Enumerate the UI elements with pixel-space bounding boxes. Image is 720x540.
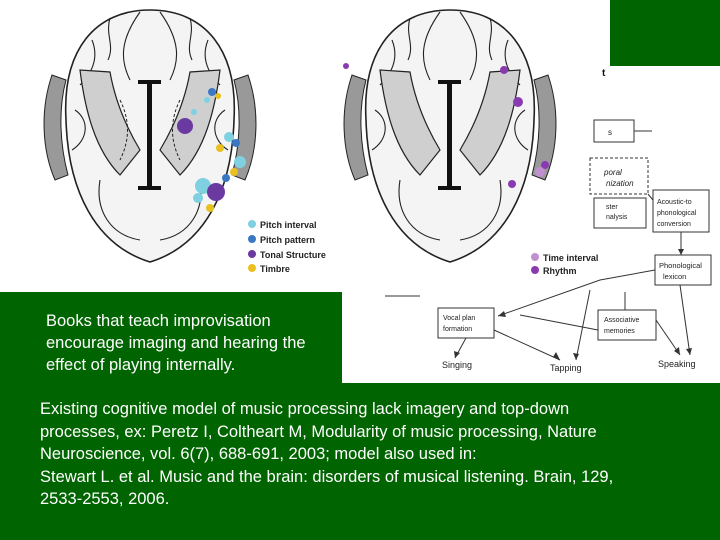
diagram-partial-letter: t — [602, 68, 606, 79]
right-brain-illustration — [343, 9, 557, 263]
body-line-4: Stewart L. et al. Music and the brain: d… — [40, 467, 614, 486]
diagram-box-top-label: s — [608, 128, 612, 137]
diagram-output-singing: Singing — [442, 360, 472, 370]
diagram-associative-line1: Associative — [604, 317, 640, 324]
legend-label-pitch-pattern: Pitch pattern — [260, 235, 315, 245]
legend-label-tonal-structure: Tonal Structure — [260, 250, 326, 260]
diagram-phon-lexicon-line2: lexicon — [663, 272, 686, 281]
legend-left: Pitch interval Pitch pattern Tonal Struc… — [248, 220, 326, 274]
body-line-5: 2533-2553, 2006. — [40, 490, 170, 508]
corner-green-box — [610, 0, 720, 66]
legend-dot-timbre — [248, 264, 256, 272]
diagram-interval-line2: nalysis — [606, 214, 628, 221]
left-brain-activations — [177, 88, 246, 212]
legend-label-pitch-interval: Pitch interval — [260, 220, 317, 230]
diagram-box-temporal — [589, 157, 649, 195]
legend-dot-pitch-interval — [248, 220, 256, 228]
legend-label-time-interval: Time interval — [543, 253, 598, 263]
diagram-arrows — [385, 130, 691, 361]
diagram-box-interval-analysis — [593, 197, 647, 229]
body-line-1: Existing cognitive model of music proces… — [40, 400, 570, 418]
diagram-box-associative — [597, 309, 657, 341]
legend-right: Time interval Rhythm — [531, 253, 598, 276]
diagram-acoustic-line3: conversion — [657, 221, 691, 228]
diagram-output-speaking: Speaking — [658, 359, 696, 369]
left-caption-box: Books that teach improvisation encourage… — [0, 292, 342, 383]
diagram-interval-line1: ster — [606, 204, 618, 211]
diagram-acoustic-line2: phonological — [657, 210, 697, 217]
legend-label-rhythm: Rhythm — [543, 266, 577, 276]
diagram-box-acoustic — [652, 189, 710, 233]
right-brain-activations — [343, 63, 549, 188]
body-text: Existing cognitive model of music proces… — [40, 398, 700, 511]
legend-dot-tonal-structure — [248, 250, 256, 258]
diagram-box-top — [593, 119, 635, 143]
legend-dot-rhythm — [531, 266, 539, 274]
diagram-box-vocal-plan — [437, 307, 495, 339]
diagram-box-phon-lexicon — [654, 254, 712, 286]
diagram-temporal-line2: nization — [606, 179, 634, 188]
diagram-phon-lexicon-line1: Phonological — [659, 261, 702, 270]
legend-dot-pitch-pattern — [248, 235, 256, 243]
diagram-acoustic-line1: Acoustic-to — [657, 199, 692, 206]
body-line-3: Neuroscience, vol. 6(7), 688-691, 2003; … — [40, 445, 477, 463]
diagram-vocal-plan-line1: Vocal plan — [443, 315, 475, 322]
diagram-temporal-line1: poral — [603, 168, 622, 177]
left-brain-illustration — [43, 9, 257, 263]
legend-label-timbre: Timbre — [260, 264, 290, 274]
diagram-output-tapping: Tapping — [550, 363, 582, 373]
model-diagram: t s poral nization ster nalysis Acoustic… — [385, 68, 712, 373]
diagram-arrowheads — [454, 249, 692, 360]
diagram-associative-line2: memories — [604, 328, 635, 335]
body-line-2: processes, ex: Peretz I, Coltheart M, Mo… — [40, 422, 597, 441]
diagram-vocal-plan-line2: formation — [443, 326, 472, 333]
legend-dot-time-interval — [531, 253, 539, 261]
left-caption-text: Books that teach improvisation encourage… — [46, 312, 306, 374]
